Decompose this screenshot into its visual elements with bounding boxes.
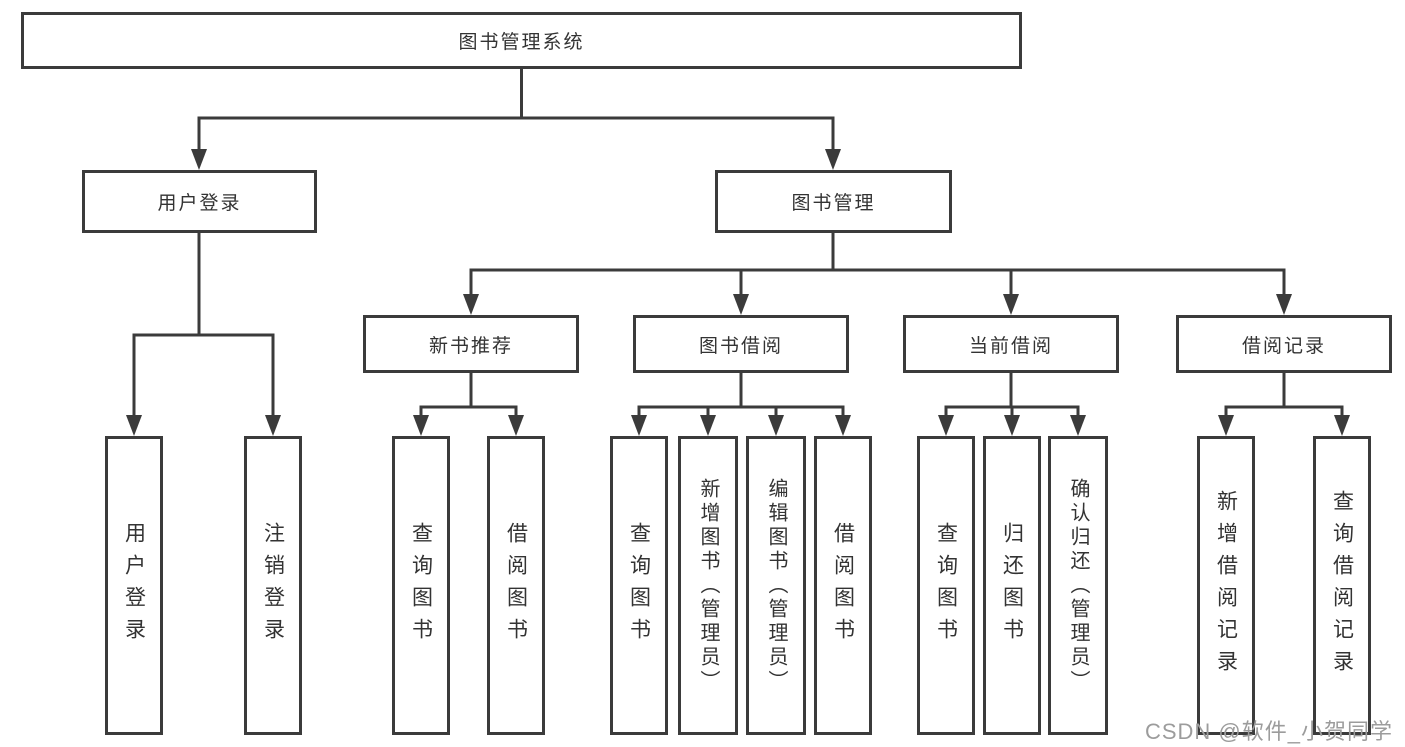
leaf-user-login: 用户登录 xyxy=(105,436,163,735)
node-label: 借阅记录 xyxy=(1241,335,1326,357)
leaf-confirm-return-admin: 确认归还（管理员） xyxy=(1048,436,1108,735)
leaf-borrow-book: 借阅图书 xyxy=(814,436,872,735)
node-label: 图书借阅 xyxy=(698,335,783,357)
leaf-query-book-recommend: 查询图书 xyxy=(392,436,450,735)
node-library-management-system: 图书管理系统 xyxy=(21,12,1022,69)
leaf-borrow-book-recommend: 借阅图书 xyxy=(487,436,545,735)
node-label: 新增借阅记录 xyxy=(1214,489,1238,682)
node-label: 编辑图书（管理员） xyxy=(765,477,787,694)
node-label: 借阅图书 xyxy=(831,521,855,650)
node-label: 借阅图书 xyxy=(504,521,528,650)
node-label: 归还图书 xyxy=(1000,521,1024,650)
leaf-query-borrow-record: 查询借阅记录 xyxy=(1313,436,1371,735)
node-label: 新书推荐 xyxy=(428,335,513,357)
node-label: 用户登录 xyxy=(157,193,242,214)
node-label: 查询图书 xyxy=(409,521,433,650)
node-label: 查询图书 xyxy=(934,521,958,650)
node-label: 确认归还（管理员） xyxy=(1067,477,1089,694)
node-label: 查询图书 xyxy=(627,521,651,650)
leaf-query-book-current: 查询图书 xyxy=(917,436,975,735)
node-book-borrow: 图书借阅 xyxy=(633,315,849,373)
node-label: 图书管理 xyxy=(791,193,876,214)
leaf-return-book: 归还图书 xyxy=(983,436,1041,735)
leaf-logout-login: 注销登录 xyxy=(244,436,302,735)
node-label: 用户登录 xyxy=(122,521,146,650)
csdn-watermark: CSDN @软件_小贺同学 xyxy=(1144,719,1393,744)
node-user-login: 用户登录 xyxy=(82,170,317,233)
leaf-query-book-borrow: 查询图书 xyxy=(610,436,668,735)
leaf-add-borrow-record: 新增借阅记录 xyxy=(1197,436,1255,735)
node-book-management: 图书管理 xyxy=(715,170,952,233)
node-label: 图书管理系统 xyxy=(458,32,585,53)
node-new-book-recommend: 新书推荐 xyxy=(363,315,579,373)
node-label: 查询借阅记录 xyxy=(1330,489,1354,682)
node-label: 新增图书（管理员） xyxy=(697,477,719,694)
node-current-borrow: 当前借阅 xyxy=(903,315,1119,373)
leaf-add-book-admin: 新增图书（管理员） xyxy=(678,436,738,735)
leaf-edit-book-admin: 编辑图书（管理员） xyxy=(746,436,806,735)
node-label: 注销登录 xyxy=(261,521,285,650)
node-label: 当前借阅 xyxy=(968,335,1053,357)
node-borrow-records: 借阅记录 xyxy=(1176,315,1392,373)
